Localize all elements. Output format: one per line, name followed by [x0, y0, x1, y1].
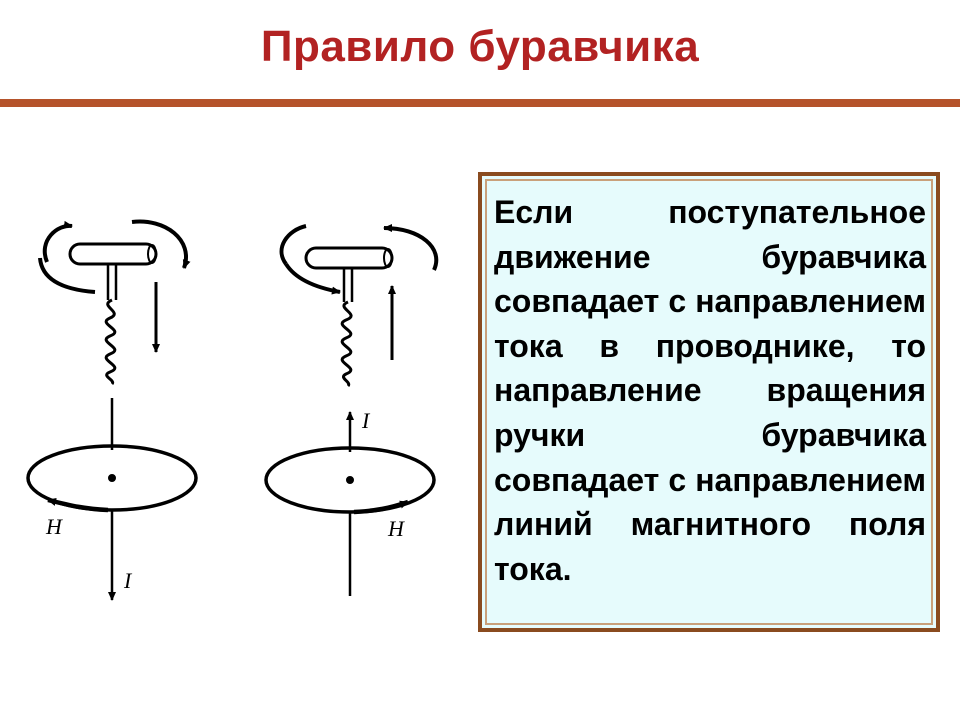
right-field-loop	[264, 411, 436, 596]
left-corkscrew-spiral	[104, 298, 117, 386]
left-rotation-arrow-upper	[42, 220, 73, 263]
left-field-loop	[26, 398, 198, 601]
page-title: Правило буравчика	[260, 22, 700, 71]
right-current-label: I	[361, 408, 371, 433]
rule-statement: Если поступательное движение буравчика с…	[494, 194, 926, 587]
right-corkscrew-spiral	[340, 300, 353, 388]
right-corkscrew-handle	[304, 246, 394, 270]
left-field-arrow	[47, 497, 109, 513]
right-corkscrew	[279, 224, 439, 388]
right-rotation-arrow-upper	[279, 224, 307, 266]
right-field-label: H	[387, 516, 405, 541]
left-corkscrew-handle	[68, 242, 158, 266]
right-field-arrow	[353, 499, 409, 515]
gimlet-rule-figure: H I I H	[0, 130, 470, 650]
title-underline	[0, 99, 960, 107]
rule-text-box: Если поступательное движение буравчика с…	[478, 172, 940, 632]
right-rotation-arrow-right	[383, 224, 439, 271]
left-rotation-arrow-right	[131, 219, 191, 269]
left-current-label: I	[123, 568, 133, 593]
right-rotation-arrow-lower	[284, 262, 341, 295]
left-field-label: H	[45, 514, 63, 539]
left-corkscrew	[38, 219, 191, 386]
left-rotation-arrow-lower	[38, 257, 96, 294]
